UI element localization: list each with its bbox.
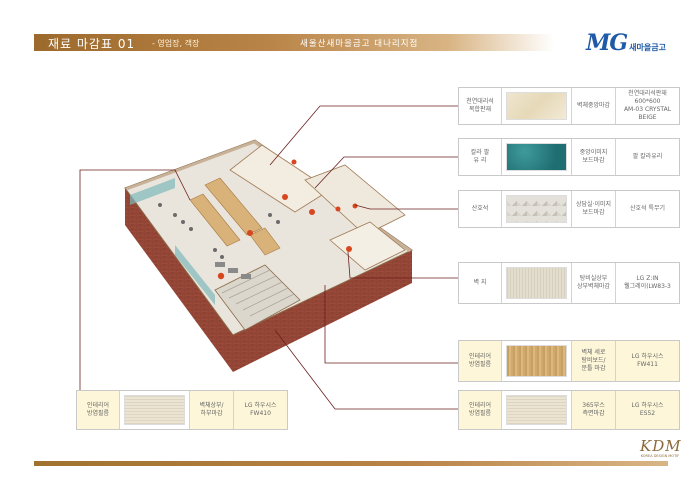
material-spec: LG 하우시스 ES52 [615,391,679,429]
marble-icon [506,92,567,120]
mg-logo: MG 새마을금고 [586,30,666,56]
material-spec: 천연대리석판재 600*600 AM-03 CRYSTAL BEIGE [615,88,679,124]
material-place: 벽체 세로 탕비보드/ 문틀 마감 [571,341,615,381]
material-swatch [501,263,571,303]
glass-partitions [130,178,215,305]
leader-lines [79,105,458,410]
wall-top-left [125,140,258,190]
room-staircase [214,264,301,331]
material-place: 365부스 측면마감 [571,391,615,429]
page-title: 재료 마감표 01 [48,37,136,51]
material-location: 인테리어 방염필름 [459,391,501,429]
fabric-wallpaper-icon [506,267,567,299]
chairs [158,203,280,259]
light-fabric-icon [124,395,185,425]
teller-counters [189,177,281,256]
material-location: 칼라 팔 유 리 [470,148,490,164]
material-location: 벽 지 [473,278,487,286]
material-row-marble: 천연대리석 복합판재 벽체중앙마감 천연대리석판재 600*600 AM-03 … [458,87,680,125]
material-swatch [501,391,571,429]
kdm-logo-sub: KOREA DESIGN MOTIF [640,454,680,458]
material-swatch [501,191,571,227]
wall-right-side [233,250,412,372]
wood-grain-icon [506,345,567,377]
material-swatch [501,341,571,381]
material-row-wallpaper: 벽 지 탕비실상부 상부벽체마감 LG Z:IN 웰그레이(LW83-3 [458,262,680,304]
material-swatch [501,88,571,124]
material-location: 천연대리석 복합판재 [466,97,494,113]
material-swatch [501,139,571,175]
material-place: 상담실·이미지 보드마감 [571,191,615,227]
light-fabric-icon [506,395,567,425]
stone-tile-icon [506,195,567,223]
material-spec: 산호석 특무기 [615,191,679,227]
material-spec: 팔 칼라유리 [615,139,679,175]
material-location: 인테리어 방염필름 [77,391,119,429]
stair-steps [221,269,295,317]
room-lounge [229,144,331,213]
material-row-wall-film: 인테리어 방염필름 벽체상부/ 하부마감 LG 하우시스 FW410 [76,390,288,430]
material-spec: LG 하우시스 FW411 [615,341,679,381]
footer-bar [34,461,668,466]
material-swatch [119,391,189,429]
room-meeting [329,221,406,271]
material-row-stone: 산호석 상담실·이미지 보드마감 산호석 특무기 [458,190,680,228]
material-place: 벽체상부/ 하부마감 [189,391,233,429]
material-location: 인테리어 방염필름 [459,341,501,381]
wall-left-side [125,188,233,372]
material-place: 벽체중앙마감 [571,88,615,124]
mg-logo-text: 새마을금고 [629,43,666,52]
teal-glass-icon [506,143,567,171]
material-row-booth-film: 인테리어 방염필름 365부스 측면마감 LG 하우시스 ES52 [458,390,680,430]
material-row-wood-film: 인테리어 방염필름 벽체 세로 탕비보드/ 문틀 마감 LG 하우시스 FW41… [458,340,680,382]
branch-name: 새울산새마을금고 대나리지점 [300,39,419,49]
kdm-logo: KDM KOREA DESIGN MOTIF [640,437,682,458]
material-place: 중앙이미지 보드마감 [571,139,615,175]
header-bar [34,34,554,51]
material-location: 산호석 [471,204,489,212]
material-row-glass: 칼라 팔 유 리 중앙이미지 보드마감 팔 칼라유리 [458,138,680,176]
pendant-lights [217,159,358,280]
kdm-logo-mark: KDM [640,437,682,455]
material-place: 탕비실상부 상부벽체마감 [571,263,615,303]
material-spec: LG 하우시스 FW410 [233,391,287,429]
material-spec: LG Z:IN 웰그레이(LW83-3 [615,263,679,303]
page-subtitle: - 영업장, 객장 [152,39,200,48]
waiting-benches [215,262,251,279]
mg-logo-mark: MG [586,30,628,56]
